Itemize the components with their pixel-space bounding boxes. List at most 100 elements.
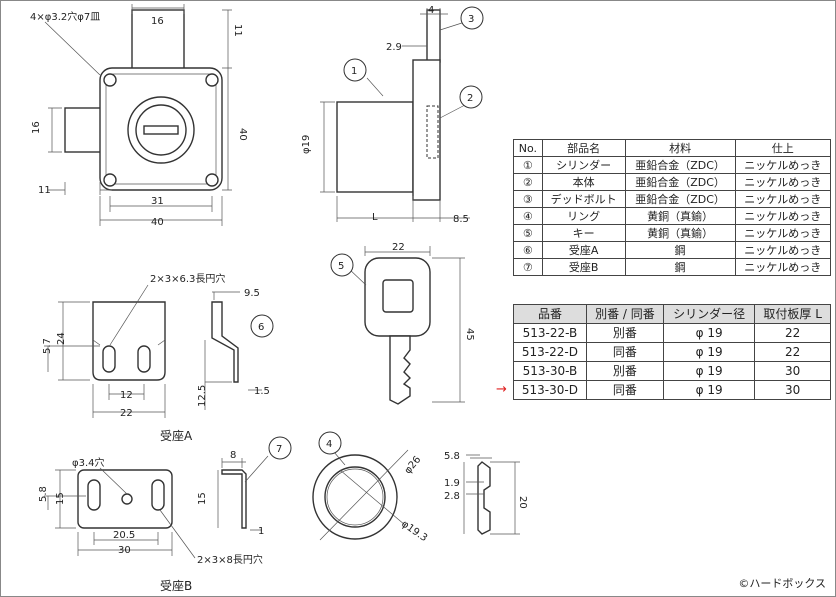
dim-strike-b-side-height: 15: [197, 492, 208, 505]
hole-note-b: φ3.4穴: [72, 456, 105, 469]
dim-top-height: 11: [232, 24, 243, 37]
header-no: No.: [513, 139, 543, 157]
table-header-row: 品番 別番 / 同番 シリンダー径 取付板厚 L: [513, 304, 831, 324]
dim-strike-b-pitch: 20.5: [113, 530, 135, 541]
cell: ⑥: [513, 241, 543, 259]
header-key-type: 別番 / 同番: [585, 304, 664, 324]
callout-6: 6: [258, 322, 264, 333]
dim-length: L: [372, 212, 378, 223]
lock-front-view: 4×φ3.2穴φ7皿 16 11 16 40 11 31 40: [30, 4, 248, 228]
dim-strike-a-slot-offset: 5.7: [42, 338, 53, 354]
dim-top-width: 16: [151, 16, 164, 27]
dim-ring-side-d3: 2.8: [444, 491, 460, 502]
cell: 22: [754, 342, 831, 362]
cell: ニッケルめっき: [734, 173, 832, 191]
selected-row-arrow-icon: →: [496, 382, 507, 397]
cell: ニッケルめっき: [734, 207, 832, 225]
dim-key-width: 22: [392, 242, 405, 253]
cell: 本体: [541, 173, 626, 191]
cell: ニッケルめっき: [734, 156, 832, 174]
ring-side-drawing: 5.8 1.9 2.8 20: [444, 451, 528, 535]
dim-strike-a-height: 24: [56, 332, 67, 345]
cell: ③: [513, 190, 543, 208]
strike-a-drawing: 2×3×6.3長円穴 9.5 24 5.7 12 22 12.5 1.5 受座A…: [42, 272, 274, 443]
table-header-row: No. 部品名 材料 仕上: [513, 139, 832, 157]
slot-note-b: 2×3×8長円穴: [197, 553, 263, 566]
dim-ring-side-d2: 1.9: [444, 478, 460, 489]
dim-body-depth: 8.5: [453, 214, 469, 225]
dim-strike-b-height: 15: [55, 492, 66, 505]
cell: 亜鉛合金（ZDC）: [624, 173, 736, 191]
cell: 鋼: [624, 241, 736, 259]
callout-7: 7: [276, 444, 282, 455]
cell: ⑦: [513, 258, 543, 276]
cell: リング: [541, 207, 626, 225]
cell: キー: [541, 224, 626, 242]
dim-strike-a-pitch: 12: [120, 390, 133, 401]
callout-1: 1: [351, 66, 357, 77]
cell: 別番: [585, 323, 664, 343]
dim-body-width: 40: [151, 217, 164, 228]
dim-strike-b-depth: 8: [230, 450, 236, 461]
cell: 別番: [585, 361, 664, 381]
cell: 黄銅（真鍮）: [624, 207, 736, 225]
cell: ニッケルめっき: [734, 258, 832, 276]
header-part-name: 部品名: [541, 139, 626, 157]
dim-cylinder-dia: φ19: [301, 135, 312, 154]
strike-a-label: 受座A: [160, 428, 193, 443]
callout-3: 3: [468, 14, 474, 25]
dim-key-length: 45: [464, 328, 475, 341]
cell: ニッケルめっき: [734, 224, 832, 242]
cell: 鋼: [624, 258, 736, 276]
cell: 同番: [585, 342, 664, 362]
copyright: ©ハードボックス: [738, 577, 826, 590]
cell: 亜鉛合金（ZDC）: [624, 156, 736, 174]
dim-side-height: 16: [31, 121, 42, 134]
dim-strike-b-width: 30: [118, 545, 131, 556]
strike-b-label: 受座B: [160, 578, 192, 593]
dim-bolt-offset: 2.9: [386, 42, 402, 53]
cell: 30: [754, 380, 831, 400]
cell: 513-22-B: [513, 323, 587, 343]
dim-ring-inner: φ19.3: [399, 519, 429, 545]
header-panel-thickness: 取付板厚 L: [754, 304, 831, 324]
cell: シリンダー: [541, 156, 626, 174]
cell: 513-30-D: [513, 380, 587, 400]
header-model: 品番: [513, 304, 587, 324]
strike-b-drawing: φ3.4穴 5.8 15 20.5 30 2×3×8長円穴 受座B 8 15 1…: [38, 436, 292, 593]
cell: 受座A: [541, 241, 626, 259]
dim-side-width: 11: [38, 185, 51, 196]
cell: 受座B: [541, 258, 626, 276]
cell: 513-30-B: [513, 361, 587, 381]
cell: ④: [513, 207, 543, 225]
callout-2: 2: [467, 93, 473, 104]
header-material: 材料: [624, 139, 736, 157]
dim-body-height: 40: [237, 128, 248, 141]
cell: ニッケルめっき: [734, 190, 832, 208]
cell: φ 19: [662, 323, 756, 343]
lock-side-view: 4 2.9 φ19 L 8.5 1 2 3: [301, 5, 484, 225]
dim-strike-b-slot-offset: 5.8: [38, 486, 49, 502]
dim-ring-side-height: 20: [517, 496, 528, 509]
cell: 22: [754, 323, 831, 343]
hole-note: 4×φ3.2穴φ7皿: [30, 10, 100, 23]
dim-ring-side-d1: 5.8: [444, 451, 460, 462]
header-finish: 仕上: [734, 139, 832, 157]
cell: φ 19: [662, 361, 756, 381]
cell: ⑤: [513, 224, 543, 242]
cell: 黄銅（真鍮）: [624, 224, 736, 242]
